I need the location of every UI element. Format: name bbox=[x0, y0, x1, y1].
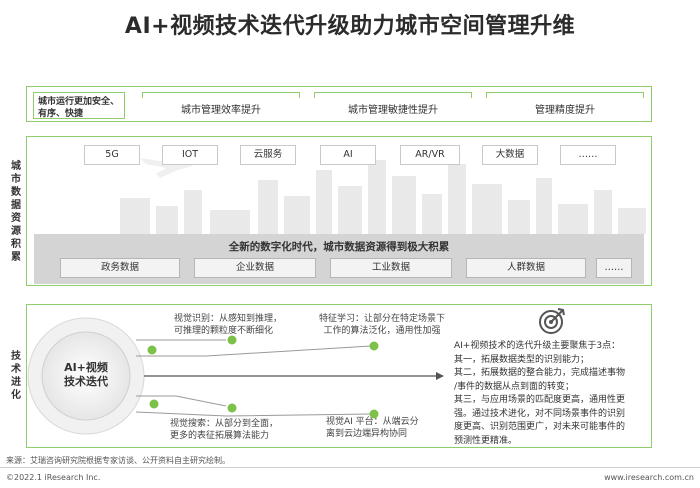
dot-top-left bbox=[147, 345, 157, 355]
data-chip-enterprise: 企业数据 bbox=[194, 258, 316, 278]
data-chip-government: 政务数据 bbox=[60, 258, 180, 278]
center-inner-circle bbox=[41, 331, 131, 421]
tech-evolution-diagram bbox=[27, 317, 444, 435]
dot-bottom-left bbox=[149, 399, 159, 409]
tech-chip-iot: IOT bbox=[162, 145, 218, 165]
footer-copyright: ©2022.1 iResearch Inc. bbox=[6, 473, 101, 482]
footer-source: 来源：艾瑞咨询研究院根据专家访谈、公开资料自主研究绘制。 bbox=[6, 456, 230, 465]
note-feature-learning: 特征学习：让部分在特定场景下 工作的算法泛化，通用性加强 bbox=[318, 314, 445, 336]
center-label: AI+视频 技术迭代 bbox=[64, 361, 108, 388]
main-arrow-head bbox=[436, 372, 444, 380]
outcome-agility: 城市管理敏捷性提升 bbox=[348, 105, 438, 116]
outcome-bracket-1 bbox=[142, 92, 300, 98]
outcome-row bbox=[26, 86, 652, 122]
target-icon bbox=[539, 308, 565, 334]
note-ai-platform: 视觉AI 平台：从端云分 离到云边端异构协同 bbox=[326, 417, 419, 439]
tech-chip-ar-vr: AR/VR bbox=[400, 145, 460, 165]
data-accumulation-title: 全新的数字化时代，城市数据资源得到极大积累 bbox=[228, 241, 450, 253]
outcome-bracket-2 bbox=[314, 92, 472, 98]
outcome-efficiency: 城市管理效率提升 bbox=[181, 105, 261, 116]
tech-section bbox=[26, 304, 652, 448]
tech-chip-ai: AI bbox=[320, 145, 376, 165]
data-chip-population: 人群数据 bbox=[466, 258, 586, 278]
outcome-precision: 管理精度提升 bbox=[535, 105, 595, 116]
note-visual-search: 视觉搜索：从部分到全面， 更多的表征拓展算法能力 bbox=[170, 419, 279, 441]
outcome-tag: 城市运行更加安全、有序、快捷 bbox=[33, 92, 125, 119]
connector-feature-learning bbox=[136, 345, 372, 357]
connector-visual-search bbox=[136, 395, 227, 407]
resource-section bbox=[26, 136, 652, 286]
page-title: AI+视频技术迭代升级助力城市空间管理升维 bbox=[124, 14, 576, 39]
tech-chip-big-data: 大数据 bbox=[482, 145, 538, 165]
tech-chip-more: …… bbox=[560, 145, 616, 165]
footer-divider bbox=[0, 467, 700, 468]
note-visual-recognition: 视觉识别：从感知到推理， 可推理的颗粒度不断细化 bbox=[174, 314, 283, 336]
footer-url[interactable]: www.iresearch.com.cn bbox=[604, 473, 694, 482]
summary-text: AI+视频技术的迭代升级主要聚焦于3点： 其一，拓展数据类型的识别能力； 其二，… bbox=[454, 341, 626, 446]
tech-chip-cloud: 云服务 bbox=[240, 145, 296, 165]
outcome-tag-text: 城市运行更加安全、有序、快捷 bbox=[38, 97, 120, 119]
city-skyline-illustration bbox=[120, 158, 646, 234]
data-chip-industrial: 工业数据 bbox=[330, 258, 452, 278]
connector-ai-platform bbox=[135, 411, 372, 417]
outcome-bracket-3 bbox=[486, 92, 644, 98]
tech-side-label: 技 术 进 化 bbox=[11, 351, 21, 401]
resource-side-label: 城 市 数 据 资 源 积 累 bbox=[11, 161, 21, 263]
dot-feature-learning bbox=[369, 341, 379, 351]
tech-chip-5g: 5G bbox=[84, 145, 140, 165]
dot-ai-platform bbox=[369, 409, 379, 419]
dot-visual-search bbox=[227, 403, 237, 413]
dot-visual-recognition bbox=[227, 335, 237, 345]
data-chip-more: …… bbox=[596, 258, 632, 278]
